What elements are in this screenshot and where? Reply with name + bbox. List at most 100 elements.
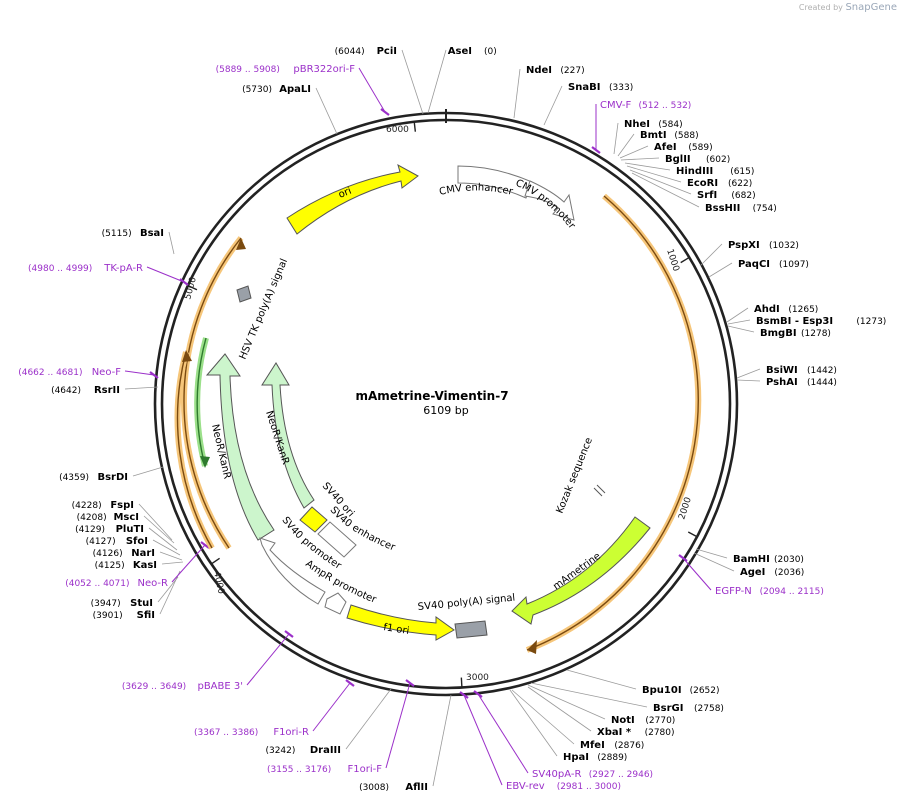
enzyme-name: BsiWI <box>766 365 798 376</box>
primer-leader <box>312 682 351 732</box>
enzyme-leader <box>736 379 761 382</box>
enzyme-position: (5730) <box>242 85 272 95</box>
feature-ori-label: ori <box>337 186 353 201</box>
enzyme-name: AgeI <box>740 567 765 578</box>
primer-mark <box>200 541 210 549</box>
enzyme-name: PluTI <box>116 524 144 535</box>
enzyme-position: (615) <box>730 167 754 177</box>
enzyme-leader <box>132 466 164 477</box>
primer-mark <box>284 630 294 638</box>
primer-mark <box>591 146 601 154</box>
feature-ampr-promoter <box>324 592 347 615</box>
enzyme-name: ApaLI <box>279 84 311 95</box>
enzyme-name: PspXI <box>728 240 760 251</box>
tick-label: 3000 <box>466 673 489 683</box>
feature-cmv-enhancer-label: CMV enhancer <box>438 182 514 198</box>
feature-ori <box>286 163 419 235</box>
enzyme-position: (4359) <box>59 473 89 483</box>
enzyme-name: MfeI <box>580 740 605 751</box>
primer-name: pBABE 3' <box>197 681 243 692</box>
enzyme-leader <box>617 133 635 157</box>
feature-cmv-promoter <box>524 180 575 221</box>
enzyme-position: (589) <box>688 143 712 153</box>
primer-leader <box>385 682 411 769</box>
enzyme-leader <box>511 689 575 745</box>
enzyme-leader <box>427 49 447 114</box>
enzyme-leader <box>157 576 179 603</box>
feature-cmv-enhancer <box>457 165 533 199</box>
primer-name: Neo-R <box>138 578 169 589</box>
enzyme-position: (2652) <box>690 686 720 696</box>
enzyme-name: HindIII <box>676 166 713 177</box>
enzyme-leader <box>401 49 424 115</box>
enzyme-leader <box>345 688 392 750</box>
primer-mark <box>380 108 390 116</box>
orf-arc-2-line <box>183 237 242 549</box>
enzyme-name: Bpu10I <box>642 685 682 696</box>
enzyme-name: PaqCI <box>738 259 770 270</box>
enzyme-position: (227) <box>560 66 584 76</box>
feature-sv40-enhancer <box>317 521 357 558</box>
enzyme-leader <box>629 169 692 195</box>
feature-hsv-tk-polya <box>236 285 252 303</box>
primer-mark <box>678 554 688 562</box>
feature-sv40-polya-label: SV40 poly(A) signal <box>417 592 515 612</box>
enzyme-leader <box>693 552 735 572</box>
primer-leader <box>124 370 155 376</box>
enzyme-position: (4127) <box>86 537 116 547</box>
primer-leader <box>682 557 712 591</box>
enzyme-position: (622) <box>728 179 752 189</box>
orf-arc-1-line <box>526 195 699 651</box>
enzyme-position: (1032) <box>769 241 799 251</box>
enzyme-name: AseI <box>448 46 472 57</box>
tick-label: 4000 <box>211 571 226 596</box>
enzyme-name: NheI <box>624 119 650 130</box>
feature-neor-kanr-inner <box>261 362 315 509</box>
enzyme-position: (602) <box>706 155 730 165</box>
enzyme-name: SnaBI <box>568 82 600 93</box>
enzyme-position: (6044) <box>335 47 365 57</box>
primer-mark <box>473 690 483 698</box>
enzyme-leader <box>699 243 723 267</box>
primer-range: (2981 .. 3000) <box>557 782 621 792</box>
feature-sv40-promoter <box>259 537 326 605</box>
enzyme-leader <box>626 165 682 183</box>
primer-name: TK-pA-R <box>103 263 143 274</box>
enzyme-name: BmtI <box>640 130 667 141</box>
enzyme-position: (588) <box>674 131 698 141</box>
enzyme-leader <box>620 157 660 161</box>
primer-leader <box>246 633 290 686</box>
enzyme-leader <box>736 368 761 379</box>
primer-range: (3629 .. 3649) <box>122 682 186 692</box>
enzyme-position: (1442) <box>807 366 837 376</box>
enzyme-name: BamHI <box>733 554 770 565</box>
primer-range: (3155 .. 3176) <box>267 765 331 775</box>
tick-label: 5000 <box>183 276 199 301</box>
enzyme-position: (3008) <box>359 783 389 793</box>
enzyme-position: (5115) <box>102 229 132 239</box>
enzyme-leader <box>631 172 700 208</box>
enzyme-leader <box>161 561 184 565</box>
enzyme-name: AfeI <box>654 142 677 153</box>
enzyme-position: (2770) <box>645 716 675 726</box>
primer-range: (2094 .. 2115) <box>760 587 824 597</box>
enzyme-position: (4126) <box>93 549 123 559</box>
enzyme-leader <box>159 551 183 561</box>
enzyme-leader <box>513 68 521 119</box>
primer-leader <box>171 544 206 583</box>
feature-sv40-polya <box>454 620 488 639</box>
enzyme-name: BsaI <box>140 228 164 239</box>
enzyme-position: (2780) <box>645 728 675 738</box>
enzyme-name: PciI <box>377 46 397 57</box>
orf-arc-3-head <box>182 350 192 362</box>
tick-mark <box>210 557 220 565</box>
enzyme-leader <box>727 325 755 333</box>
enzyme-name: HpaI <box>563 752 589 763</box>
enzyme-name: NdeI <box>526 65 552 76</box>
primer-name: EGFP-N <box>715 586 752 597</box>
enzyme-leader <box>432 694 452 787</box>
tick-mark <box>460 677 463 688</box>
enzyme-leader <box>613 122 619 155</box>
enzyme-position: (2036) <box>774 568 804 578</box>
